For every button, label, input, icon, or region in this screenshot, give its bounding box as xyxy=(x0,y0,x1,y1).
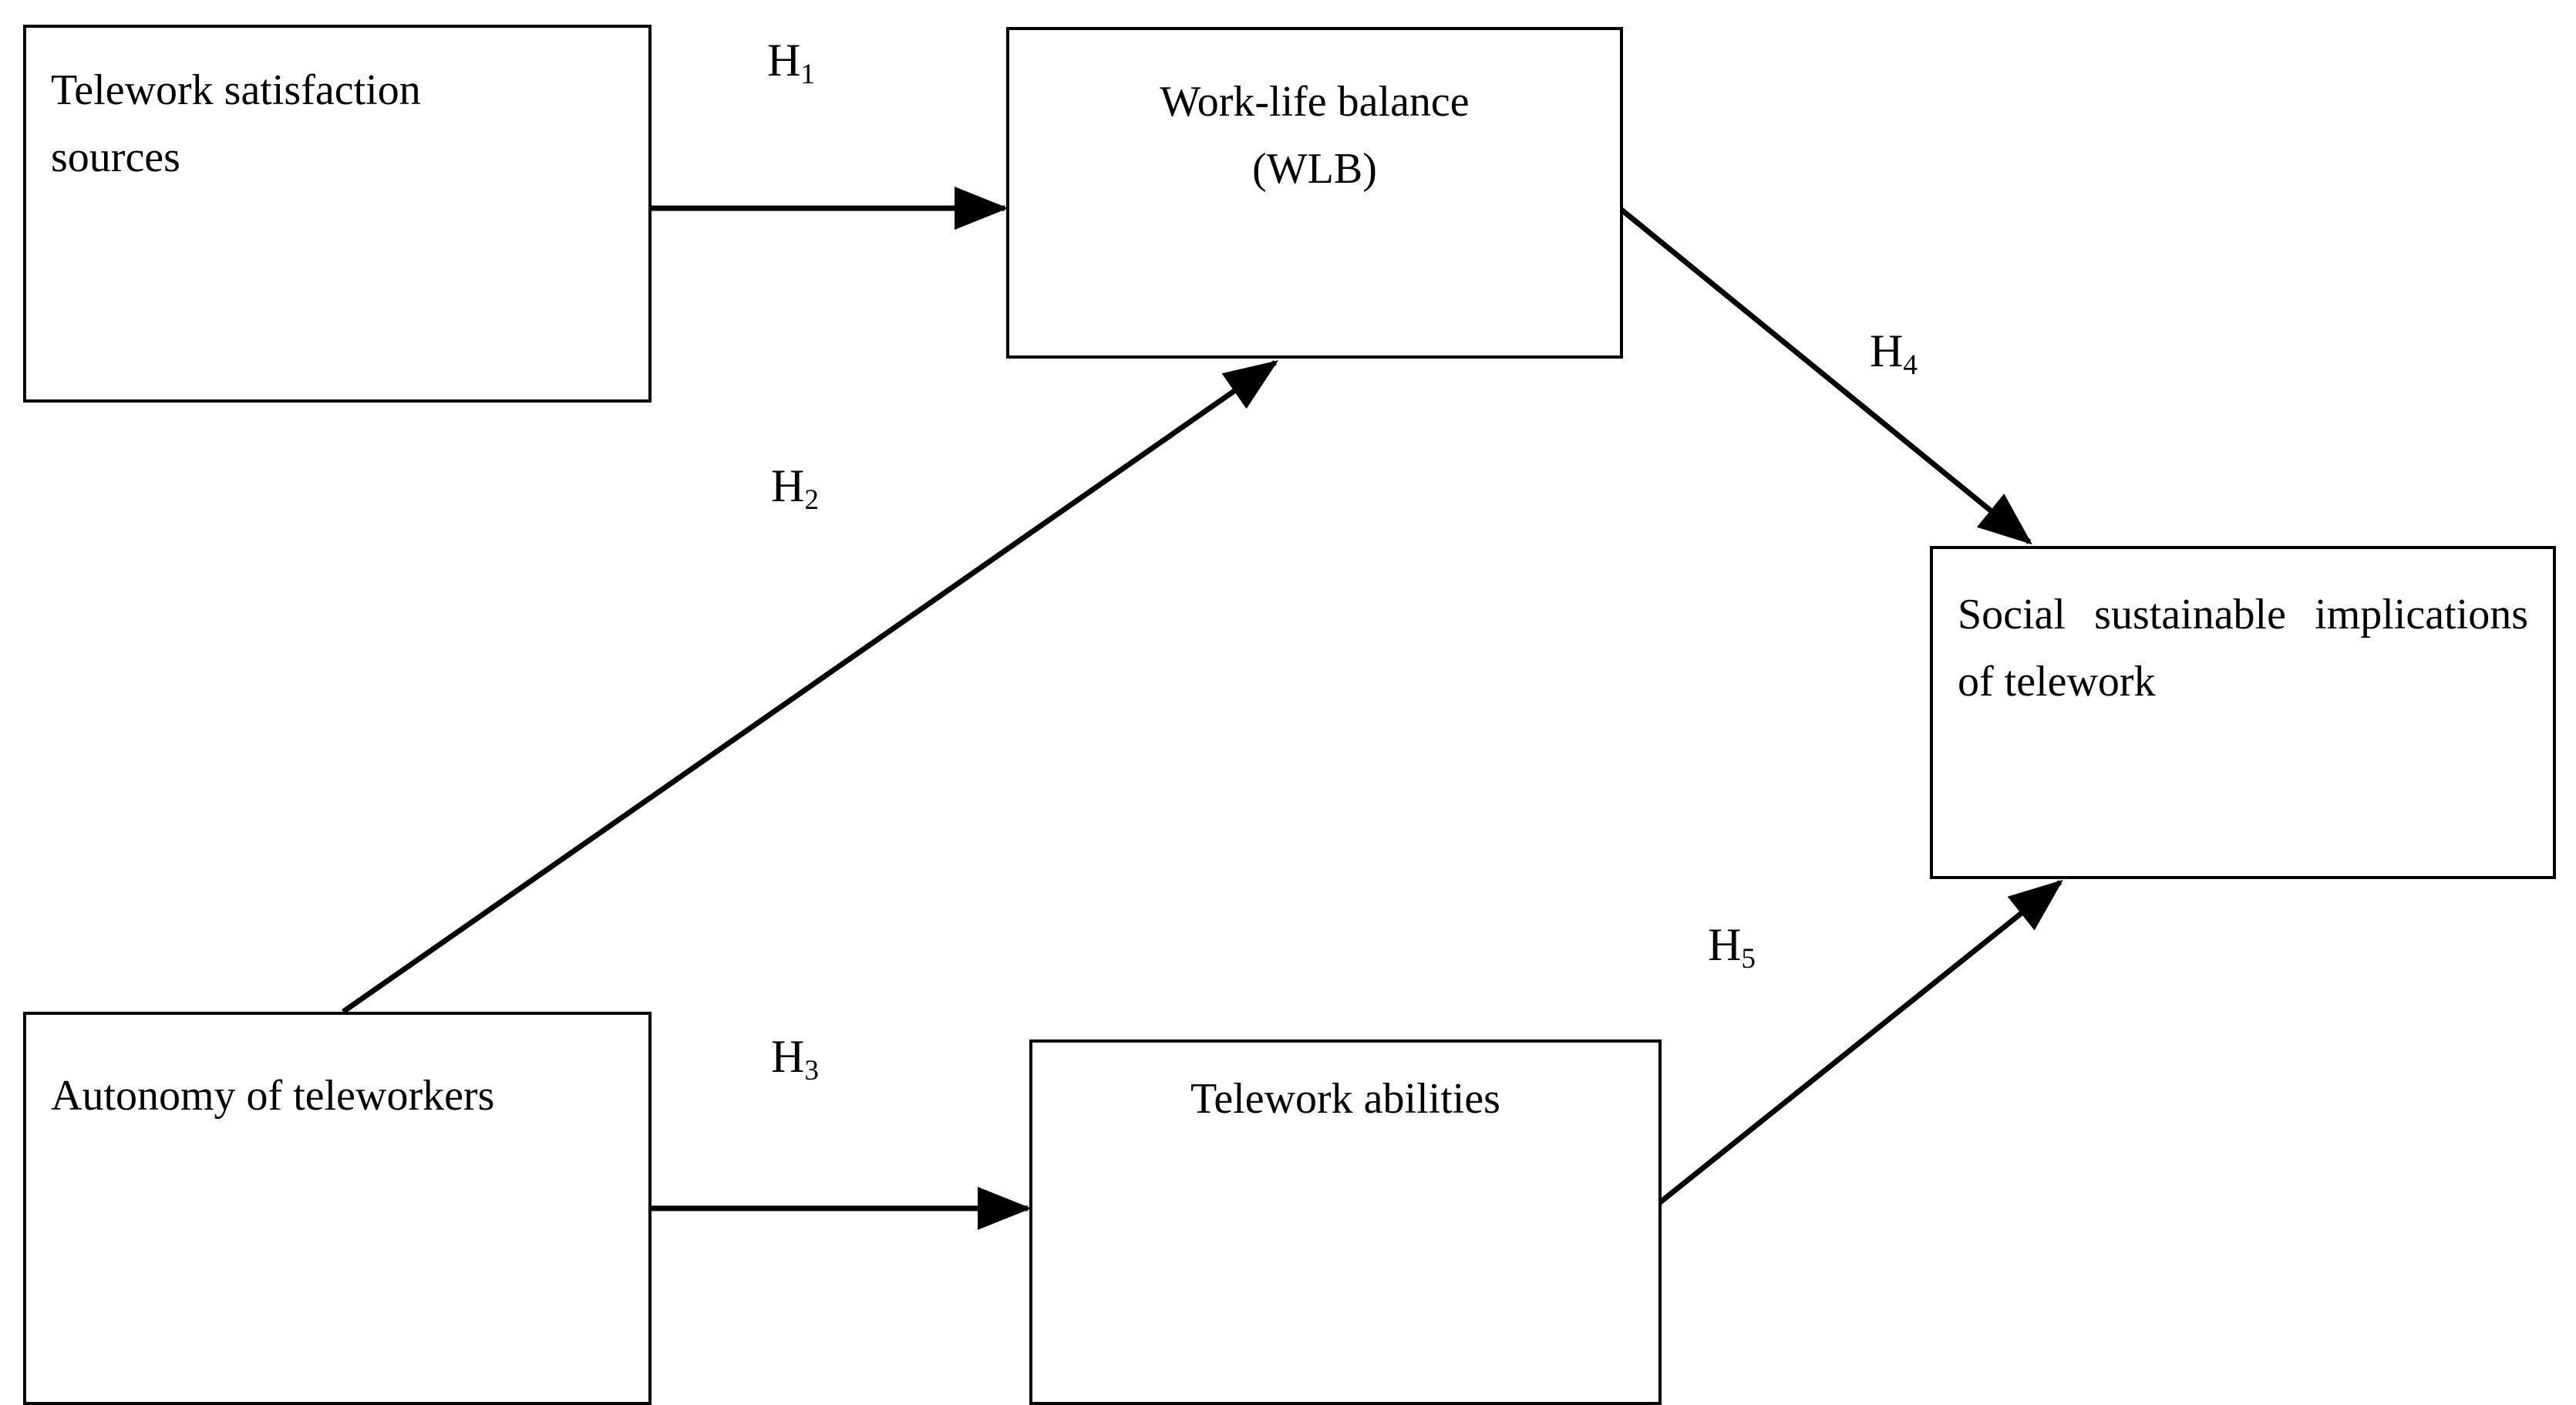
edge-label-h1: H1 xyxy=(767,35,815,89)
node-autonomy-of-teleworkers-label: Autonomy of teleworkers xyxy=(51,1072,495,1120)
edge-label-h1-text: H xyxy=(767,35,801,86)
node-social-sustainable-implications[interactable]: Social sustainable implications of telew… xyxy=(1930,546,2556,879)
edge-label-h2: H2 xyxy=(771,460,819,514)
node-social-sustainable-implications-label: Social sustainable implications of telew… xyxy=(1958,591,2528,706)
edge-h4-arrow xyxy=(1619,207,2032,545)
edge-h2-arrow xyxy=(341,360,1279,1014)
edge-label-h4-subscript: 4 xyxy=(1903,349,1918,381)
node-work-life-balance-label: Work-life balance (WLB) xyxy=(1160,78,1470,193)
edge-label-h1-subscript: 1 xyxy=(800,58,815,90)
edge-label-h5-text: H xyxy=(1708,919,1742,970)
node-autonomy-of-teleworkers[interactable]: Autonomy of teleworkers xyxy=(23,1012,652,1405)
edge-label-h3: H3 xyxy=(771,1031,819,1085)
edge-label-h4: H4 xyxy=(1870,325,1918,379)
edge-label-h4-text: H xyxy=(1870,325,1904,376)
edge-label-h3-subscript: 3 xyxy=(804,1054,819,1087)
node-telework-abilities[interactable]: Telework abilities xyxy=(1029,1039,1662,1405)
edge-label-h3-text: H xyxy=(771,1031,805,1082)
node-telework-satisfaction-sources[interactable]: Telework satisfaction sources xyxy=(23,25,652,403)
node-work-life-balance[interactable]: Work-life balance (WLB) xyxy=(1006,27,1623,359)
node-telework-abilities-label: Telework abilities xyxy=(1190,1075,1500,1123)
edge-label-h2-subscript: 2 xyxy=(804,483,819,516)
node-telework-satisfaction-sources-label: Telework satisfaction sources xyxy=(51,66,421,181)
edge-label-h5-subscript: 5 xyxy=(1741,942,1756,975)
edge-label-h5: H5 xyxy=(1708,919,1756,973)
edge-label-h2-text: H xyxy=(771,460,805,511)
